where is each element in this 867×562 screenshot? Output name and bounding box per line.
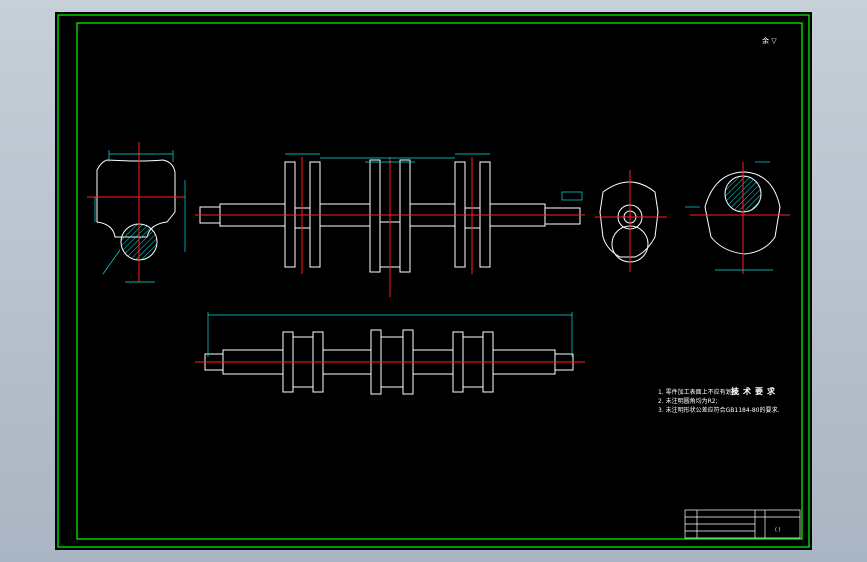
title-block-sheet: ( ) [775,527,781,533]
left-view-dimensions [94,150,186,283]
right-view-2-center-lines [690,162,790,274]
outer-frame [57,14,810,548]
right-view-1-center-lines [595,170,667,272]
right-end-view-front [599,181,659,263]
technical-requirements-list: 1. 零件加工表面上不应有划痕; 2. 未注明圆角均为R2; 3. 未注明形状公… [658,388,779,415]
left-end-view [87,142,185,282]
technical-requirement-item: 3. 未注明形状公差应符合GB1184-80的要求. [658,407,780,414]
surface-finish-mark: 余 ▽ [762,36,777,45]
title-block [684,509,801,539]
technical-requirement-item: 2. 未注明圆角均为R2; [658,398,718,405]
technical-requirement-item: 1. 零件加工表面上不应有划痕; [658,389,740,396]
crankshaft-center-lines [301,157,473,297]
technical-requirements-title: 技术要求 [731,387,779,396]
right-view-2-dimensions [685,161,773,271]
crankshaft-drawing: 余 ▽ ( ) [57,14,810,548]
inner-frame [76,22,803,540]
drawing-sheet: 余 ▽ ( ) 技术要求 1. 零件加工表面上不应有划痕; 2. 未注明圆角均为… [55,12,812,550]
front-view-dimensions [285,153,583,201]
second-view-overall-dimension [207,312,573,357]
